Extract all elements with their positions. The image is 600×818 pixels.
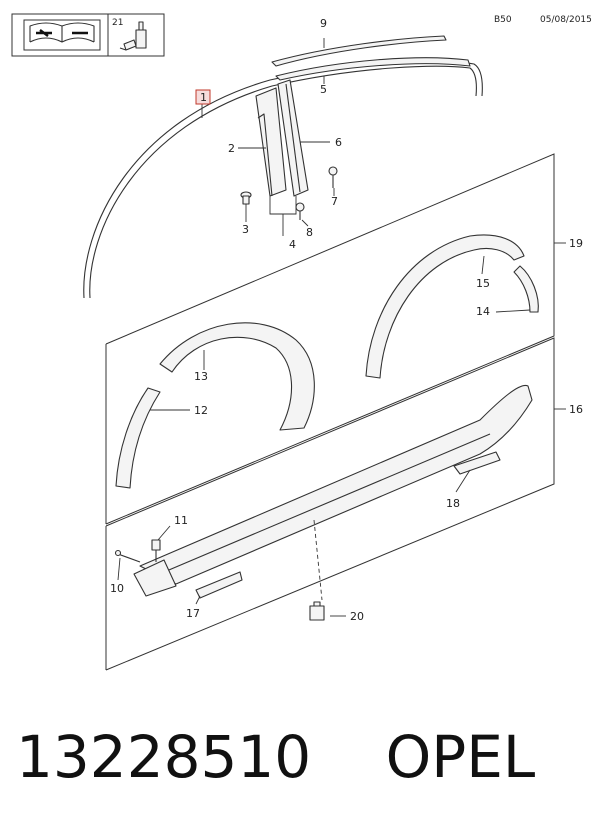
footer-caption: 13228510 OPEL [16,712,586,802]
callout-4: 4 [289,238,296,251]
fastener-clip-3 [240,191,252,205]
callout-15: 15 [476,277,490,290]
callout-6: 6 [335,136,342,149]
callout-16: 16 [569,403,583,416]
rocker-clip-20 [309,601,325,621]
callout-13: 13 [194,370,208,383]
header-box: 21 [11,13,165,57]
rocker-bracket-18 [453,451,501,475]
rear-wheel-arch-molding [365,234,525,379]
callout-9: 9 [320,17,327,30]
diagram-date: 05/08/2015 [540,15,592,25]
pillar-trim-front [255,87,287,197]
rocker-panel-molding [139,384,533,585]
repair-manual-icon [23,19,101,51]
roof-strip-upper [271,35,447,67]
rocker-bracket-17 [195,571,243,599]
fastener-clip-8 [295,202,305,220]
header-frame [11,13,165,57]
brand-name: OPEL [385,723,536,791]
rear-arch-extension [513,265,539,313]
callout-20: 20 [350,610,364,623]
fastener-clip-7 [328,166,338,188]
callout-2: 2 [228,142,235,155]
rocker-screw-10 [114,549,141,563]
callout-14: 14 [476,305,490,318]
callout-3: 3 [242,223,249,236]
tool-number: 21 [112,18,123,28]
callout-19: 19 [569,237,583,250]
callout-18: 18 [446,497,460,510]
front-wheel-arch-molding [159,322,315,431]
parts-diagram: 21 B50 05/08/2015 [11,13,592,671]
clip-20-guide [313,519,323,601]
callout-7: 7 [331,195,338,208]
roof-strip-lower [275,57,471,81]
rocker-group-frame [105,337,555,671]
section-code: B50 [494,15,512,25]
rocker-end-cap [133,559,177,597]
rocker-clip-11 [151,539,161,562]
callout-5: 5 [320,83,327,96]
sealant-tube-icon [119,21,147,51]
rear-arch-group-frame [105,153,555,525]
pillar-trim-rear [277,79,309,197]
callout-1: 1 [200,91,207,104]
highlight-box [195,89,211,105]
callouts: 1 2 3 4 5 6 7 8 9 10 11 12 13 14 15 16 1… [110,17,583,623]
callout-12: 12 [194,404,208,417]
callout-11: 11 [174,514,188,527]
leader-lines [117,38,566,617]
front-arch-extension [115,387,161,489]
callout-17: 17 [186,607,200,620]
callout-8: 8 [306,226,313,239]
bracket-4 [269,196,297,215]
callout-10: 10 [110,582,124,595]
part-number: 13228510 [16,723,312,791]
